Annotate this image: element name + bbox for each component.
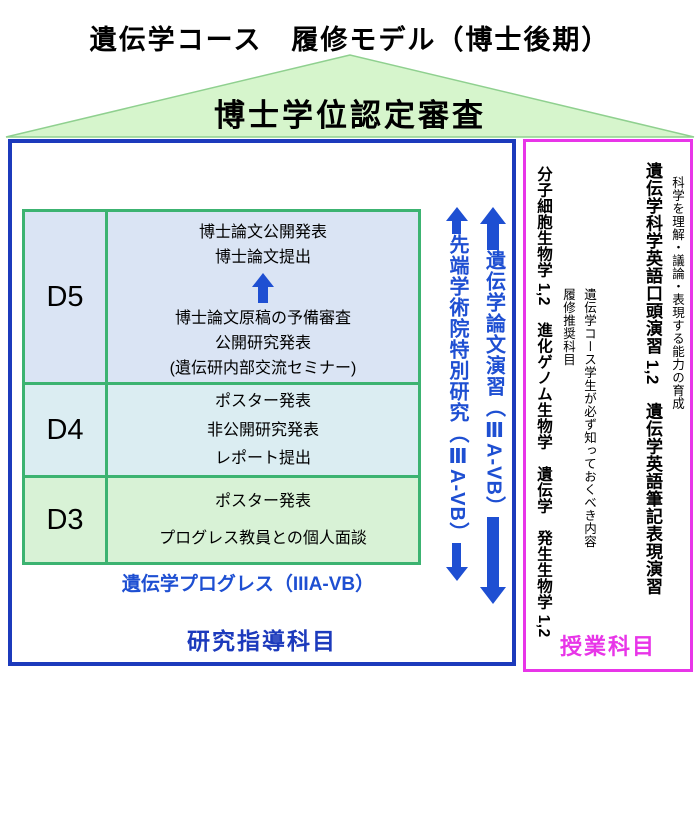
course-names: 分子細胞生物学 1,2 進化ゲノム生物学 遺伝学 発生生物学 1,2 <box>535 166 552 638</box>
up-arrow-icon <box>480 207 506 250</box>
course-subjects-box: 分子細胞生物学 1,2 進化ゲノム生物学 遺伝学 発生生物学 1,2 履修推奨科… <box>523 139 693 672</box>
stage-item: レポート提出 <box>214 450 311 468</box>
stage-item: 博士論文公開発表 <box>198 224 327 241</box>
stage-d5-content: 博士論文公開発表 博士論文提出 博士論文原稿の予備審査 公開研究発表 (遺伝研内… <box>108 212 418 382</box>
course-note: 遺伝学コース学生が必ず知っておくべき内容 <box>582 288 596 548</box>
course-note: 履修推奨科目 <box>561 288 575 366</box>
roof-triangle-icon <box>5 54 695 138</box>
down-arrow-icon <box>445 542 468 581</box>
stage-d3-label: D3 <box>25 478 105 562</box>
program-label: 先端学術院特別研究（ⅢA-VB） <box>446 234 468 543</box>
stage-item: ポスター発表 <box>214 493 311 511</box>
down-arrow-icon <box>480 516 506 604</box>
program-thesis-seminar: 遺伝学論文演習（ⅢA-VB） <box>480 207 506 604</box>
stage-d4-label: D4 <box>25 385 105 475</box>
research-guidance-box: D5 博士論文公開発表 博士論文提出 博士論文原稿の予備審査 公開研究発表 (遺… <box>8 139 516 666</box>
degree-review-label: 博士学位認定審査 <box>214 98 486 133</box>
stage-d4-content: ポスター発表 非公開研究発表 レポート提出 <box>108 385 418 475</box>
stage-grid: D5 博士論文公開発表 博士論文提出 博士論文原稿の予備審査 公開研究発表 (遺… <box>22 209 421 565</box>
stage-d5-label: D5 <box>25 212 105 382</box>
course-box-caption: 授業科目 <box>559 634 656 659</box>
stage-item: 公開研究発表 <box>214 335 311 352</box>
program-advanced-research: 先端学術院特別研究（ⅢA-VB） <box>445 207 468 581</box>
research-box-caption: 研究指導科目 <box>187 628 337 654</box>
up-arrow-icon <box>252 273 274 303</box>
course-group-biology: 分子細胞生物学 1,2 進化ゲノム生物学 遺伝学 発生生物学 1,2 履修推奨科… <box>532 166 597 638</box>
vertical-programs: 先端学術院特別研究（ⅢA-VB） 遺伝学論文演習（ⅢA-VB） <box>445 207 506 604</box>
page-title: 遺伝学コース 履修モデル（博士後期） <box>89 25 611 55</box>
course-note: 科学を理解・議論・表現する能力の育成 <box>670 176 684 410</box>
stage-d3-content: ポスター発表 プログレス教員との個人面談 <box>108 478 418 562</box>
stage-item: 非公開研究発表 <box>206 421 319 439</box>
course-group-english: 遺伝学科学英語口頭演習 1,2 遺伝学英語筆記表現演習 科学を理解・議論・表現す… <box>640 162 685 595</box>
up-arrow-icon <box>445 207 468 234</box>
stage-item: プログレス教員との個人面談 <box>159 529 367 547</box>
stage-item: ポスター発表 <box>214 392 311 410</box>
program-label: 遺伝学論文演習（ⅢA-VB） <box>482 250 505 517</box>
stage-item: 博士論文提出 <box>214 249 311 266</box>
stage-item: (遺伝研内部交流セミナー) <box>169 360 357 377</box>
course-names: 遺伝学科学英語口頭演習 1,2 遺伝学英語筆記表現演習 <box>643 162 662 595</box>
stage-item: 博士論文原稿の予備審査 <box>174 310 351 327</box>
genetics-progress-label: 遺伝学プログレス（IIIA-VB） <box>121 574 375 595</box>
